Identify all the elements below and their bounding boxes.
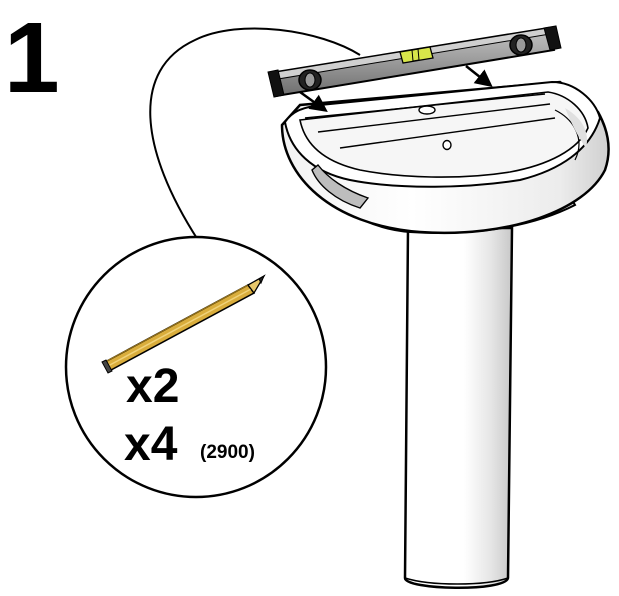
quantity-secondary: x4 (124, 418, 178, 471)
arrow-right (465, 65, 493, 88)
placement-arrows (299, 65, 493, 113)
level-vial-right (509, 34, 533, 56)
level-bubble (399, 46, 434, 64)
level-vial-left (298, 69, 322, 91)
pedestal (403, 226, 514, 589)
callout-connector (149, 27, 361, 241)
callout-circle (64, 235, 328, 499)
basin (280, 80, 610, 235)
step-number: 1 (4, 2, 60, 114)
quantity-secondary-note: (2900) (200, 442, 255, 463)
callout: x2 x4 (2900) (64, 235, 328, 499)
arrow-left (299, 90, 328, 113)
quantity-primary: x2 (126, 360, 179, 413)
pencil (101, 274, 266, 374)
spirit-level (267, 25, 562, 98)
